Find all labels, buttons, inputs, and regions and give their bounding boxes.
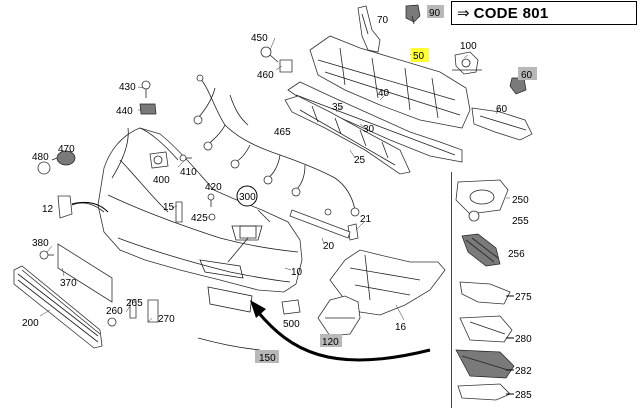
bumper-cover (97, 127, 303, 313)
highlight-60 (518, 67, 537, 80)
callout-150: 150 (259, 353, 276, 364)
impact-beam (284, 35, 471, 175)
callout-430: 430 (119, 82, 136, 93)
callout-370: 370 (60, 278, 77, 289)
callout-35: 35 (332, 102, 344, 113)
callout-265: 265 (126, 298, 143, 309)
highlight-150 (255, 350, 279, 363)
callout-100: 100 (460, 41, 477, 52)
code-label: CODE 801 (473, 4, 549, 22)
callout-400: 400 (153, 175, 170, 186)
callout-285: 285 (515, 390, 532, 401)
highlight-90 (427, 5, 444, 18)
callout-200: 200 (22, 318, 39, 329)
bracket-70 (357, 5, 381, 53)
small-arrow-12 (71, 201, 109, 213)
callout-460: 460 (257, 70, 274, 81)
arrow-right-icon: ⇒ (457, 4, 470, 22)
callout-450: 450 (251, 33, 268, 44)
highlight-120 (320, 334, 342, 347)
big-curved-arrow (250, 300, 431, 362)
callout-465: 465 (274, 127, 291, 138)
wiring-harness (193, 74, 360, 217)
highlight-50 (411, 48, 429, 62)
callout-275: 275 (515, 292, 532, 303)
callout-250: 250 (512, 195, 529, 206)
bracket-100 (452, 51, 482, 75)
right-panel-divider (451, 172, 637, 408)
trim-150 (197, 337, 261, 351)
trim-strip-20 (289, 208, 351, 239)
callout-120: 120 (322, 337, 339, 348)
callout-410: 410 (180, 167, 197, 178)
side-bracket-16 (329, 249, 446, 316)
callout-420: 420 (205, 182, 222, 193)
callout-labels: 90 70 50 100 60 60 450 460 430 440 465 4… (22, 8, 533, 364)
clip-90 (405, 4, 421, 25)
fasteners (37, 46, 359, 327)
callout-425: 425 (191, 213, 208, 224)
callout-10: 10 (291, 267, 303, 278)
callout-255: 255 (512, 216, 529, 227)
callout-16: 16 (395, 322, 407, 333)
callout-500: 500 (283, 319, 300, 330)
callout-50: 50 (413, 51, 425, 62)
callout-30: 30 (363, 124, 375, 135)
callout-480: 480 (32, 152, 49, 163)
callout-21: 21 (360, 214, 372, 225)
callout-20: 20 (323, 241, 335, 252)
code-801-box: ⇒ CODE 801 (451, 1, 637, 25)
leader-lines (39, 37, 501, 323)
callout-60: 60 (496, 104, 508, 115)
callout-440: 440 (116, 106, 133, 117)
lower-grille (13, 243, 113, 349)
callout-12: 12 (42, 204, 54, 215)
callout-470: 470 (58, 144, 75, 155)
callout-70: 70 (377, 15, 389, 26)
callout-260: 260 (106, 306, 123, 317)
callout-300: 300 (239, 192, 256, 203)
callout-90: 90 (429, 8, 441, 19)
sensor-circle-300 (227, 185, 271, 263)
callout-270: 270 (158, 314, 175, 325)
callout-256: 256 (508, 249, 525, 260)
callout-15: 15 (163, 202, 175, 213)
callout-280: 280 (515, 334, 532, 345)
cover-120 (317, 295, 361, 337)
callout-25: 25 (354, 155, 366, 166)
callout-40: 40 (378, 88, 390, 99)
callout-282: 282 (515, 366, 532, 377)
right-panel-parts (455, 179, 515, 401)
callout-380: 380 (32, 238, 49, 249)
callout-60-grey: 60 (521, 70, 533, 81)
right-panel-labels: 250 255 256 275 280 282 285 (506, 195, 532, 401)
